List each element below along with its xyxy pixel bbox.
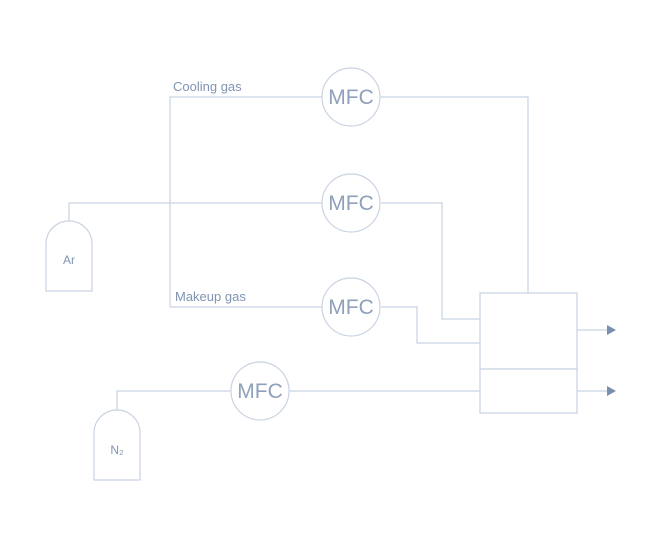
tank-ar-body (45, 220, 93, 292)
tank-n2-label: N₂ (110, 443, 124, 457)
pipes (68, 96, 607, 410)
chamber-upper-section (479, 292, 578, 370)
makeup-gas-label: Makeup gas (175, 289, 246, 304)
mfc-ar: MFC (321, 173, 381, 233)
tank-n2: N₂ (93, 409, 141, 481)
pipe-n2-supply (116, 390, 230, 410)
mfc-n2: MFC (230, 361, 290, 421)
pipe-cooling-gas (169, 96, 322, 307)
tank-n2-body (93, 409, 141, 481)
chamber (479, 292, 578, 414)
mfc-makeup-circle (321, 277, 381, 337)
chamber-lower-section (479, 368, 578, 414)
pipe-ar-supply (68, 202, 322, 221)
pipe-makeup-to-chamber (381, 306, 480, 344)
mfc-makeup: MFC (321, 277, 381, 337)
mfc-makeup-label: MFC (328, 296, 374, 319)
mfc-n2-circle (230, 361, 290, 421)
mfc-ar-label: MFC (328, 192, 374, 215)
outlet-lower-arrow-icon (607, 386, 616, 396)
mfc-cooling: MFC (321, 67, 381, 127)
outlet-upper-arrow-icon (607, 325, 616, 335)
pipe-cooling-to-chamber (381, 96, 529, 293)
mfc-cooling-circle (321, 67, 381, 127)
mfc-cooling-label: MFC (328, 86, 374, 109)
pipe-ar-to-chamber (381, 202, 480, 320)
mfc-ar-circle (321, 173, 381, 233)
tank-ar: Ar (45, 220, 93, 292)
mfc-n2-label: MFC (237, 380, 283, 403)
cooling-gas-label: Cooling gas (173, 79, 242, 94)
tank-ar-label: Ar (63, 253, 75, 267)
